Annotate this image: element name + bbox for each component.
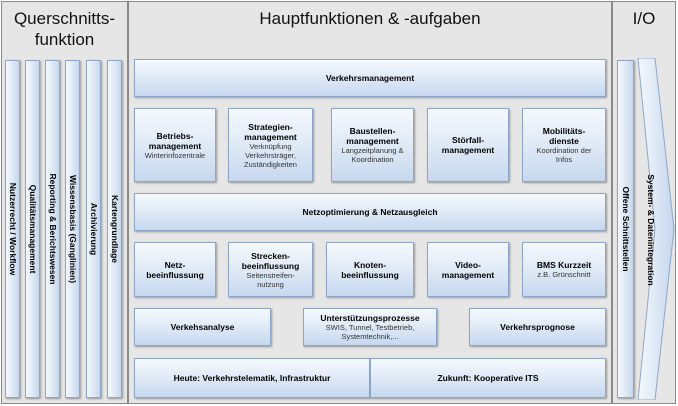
system-integration-label-wrap: System- & Datenintegration bbox=[641, 160, 661, 300]
box-subtitle-line2: Verkehrsträger, bbox=[245, 150, 296, 160]
box-video-management: Video- management bbox=[427, 242, 509, 297]
box-strategy-management: Strategien- management Verknüpfung Verke… bbox=[228, 108, 313, 182]
box-title: Netzoptimierung & Netzausgleich bbox=[302, 207, 438, 217]
box-today-infrastructure: Heute: Verkehrstelematik, Infrastruktur bbox=[134, 358, 370, 398]
box-incident-management: Störfall- management bbox=[427, 108, 509, 182]
box-title: Verkehsanalyse bbox=[170, 322, 235, 332]
bar-label: Wissensbasis (Ganglinien) bbox=[67, 174, 78, 284]
io-title: I/O bbox=[632, 9, 656, 28]
box-title-line1: Knoten- bbox=[353, 259, 387, 270]
box-title: Unterstützungsprozesse bbox=[320, 313, 420, 323]
box-subtitle-line1: Langzeitplanung & bbox=[341, 146, 404, 155]
box-title-line2: management bbox=[346, 136, 399, 146]
bar-knowledge-base: Wissensbasis (Ganglinien) bbox=[65, 60, 80, 398]
box-subtitle-line2: Systemtechnik,... bbox=[341, 332, 399, 341]
box-construction-management: Baustellen- management Langzeitplanung &… bbox=[331, 108, 414, 182]
box-operations-management: Betriebs- management Winterinfozentrale bbox=[134, 108, 216, 182]
system-integration-arrow bbox=[637, 58, 675, 400]
box-subtitle-line1: Winterinfozentrale bbox=[144, 150, 206, 160]
box-section-control: Strecken- beeinflussung Seitenstreifen- … bbox=[228, 242, 313, 297]
bar-user-rights-workflow: Nutzerrecht / Workflow bbox=[5, 60, 20, 398]
box-traffic-forecast: Verkehrsprognose bbox=[469, 308, 606, 346]
bar-label: Qualitätsmanagement bbox=[27, 184, 38, 274]
box-title-line1: Netz- bbox=[164, 259, 186, 270]
box-title-line1: Strecken- bbox=[251, 250, 290, 261]
main-functions-title: Hauptfunktionen & -aufgaben bbox=[259, 9, 481, 28]
bar-label: Offene Schnittstellen bbox=[620, 186, 631, 272]
bar-quality-management: Qualitätsmanagement bbox=[25, 60, 40, 398]
cross-section-column: Querschnitts- funktion bbox=[1, 1, 128, 404]
box-subtitle-line1: Koordination der bbox=[536, 146, 592, 155]
box-subtitle-line3: Zuständigkeiten bbox=[244, 159, 297, 169]
box-title: Verkehrsprognose bbox=[500, 322, 575, 332]
box-bms-short-term: BMS Kurzzeit z.B. Grünschnitt bbox=[522, 242, 606, 297]
box-subtitle-line2: Koordination bbox=[351, 155, 394, 164]
box-title-line1: Mobilitäts- bbox=[542, 126, 586, 136]
box-title-line2: management bbox=[441, 269, 495, 280]
box-title-line2: beeinflussung bbox=[146, 269, 204, 280]
box-title-line1: Strategien- bbox=[248, 121, 293, 132]
bar-map-basis: Kartengrundlage bbox=[107, 60, 122, 398]
box-title-line1: Störfall- bbox=[451, 135, 485, 145]
cross-section-title-line1: Querschnitts- bbox=[13, 9, 116, 28]
bar-label: Kartengrundlage bbox=[109, 194, 120, 264]
box-mobility-services: Mobilitäts- dienste Koordination der Inf… bbox=[522, 108, 606, 182]
bar-label: Reporting & Berichtswesen bbox=[47, 173, 58, 285]
box-subtitle-line2: nutzung bbox=[257, 279, 284, 289]
box-title: Zukunft: Kooperative ITS bbox=[437, 373, 539, 383]
box-traffic-management: Verkehrsmanagement bbox=[134, 59, 606, 97]
box-network-control: Netz- beeinflussung bbox=[134, 242, 216, 297]
bar-open-interfaces: Offene Schnittstellen bbox=[617, 60, 634, 398]
box-subtitle-line1: z.B. Grünschnitt bbox=[537, 270, 591, 279]
box-subtitle-line1: SWIS, Tunnel, Testbetrieb, bbox=[325, 323, 415, 332]
box-subtitle-line1: Verknüpfung bbox=[249, 141, 292, 151]
box-future-cooperative-its: Zukunft: Kooperative ITS bbox=[370, 358, 606, 398]
box-subtitle-line1: Seitenstreifen- bbox=[246, 270, 295, 280]
system-integration-label: System- & Datenintegration bbox=[646, 174, 656, 286]
box-traffic-analysis: Verkehsanalyse bbox=[134, 308, 271, 346]
bar-reporting: Reporting & Berichtswesen bbox=[45, 60, 60, 398]
bar-archiving: Archivierung bbox=[86, 60, 101, 398]
box-support-processes: Unterstützungsprozesse SWIS, Tunnel, Tes… bbox=[303, 308, 437, 346]
box-subtitle-line2: Infos bbox=[555, 155, 573, 164]
bar-label: Archivierung bbox=[88, 202, 99, 256]
box-title-line2: management bbox=[441, 145, 495, 155]
bar-label: Nutzerrecht / Workflow bbox=[7, 182, 18, 276]
box-network-optimization: Netzoptimierung & Netzausgleich bbox=[134, 193, 606, 231]
box-title-line1: BMS Kurzzeit bbox=[536, 260, 592, 270]
cross-section-title-line2: funktion bbox=[34, 30, 95, 49]
box-node-control: Knoten- beeinflussung bbox=[326, 242, 414, 297]
box-title-line1: Betriebs- bbox=[156, 130, 194, 141]
box-title-line2: beeinflussung bbox=[341, 269, 399, 280]
box-title-line1: Video- bbox=[455, 259, 481, 270]
box-title: Heute: Verkehrstelematik, Infrastruktur bbox=[173, 373, 331, 383]
box-title-line2: management bbox=[244, 131, 297, 142]
box-title-line2: management bbox=[148, 140, 202, 151]
box-title-line2: beeinflussung bbox=[241, 260, 300, 271]
box-title-line2: dienste bbox=[549, 136, 579, 146]
box-title-line1: Baustellen- bbox=[349, 126, 396, 136]
box-title: Verkehrsmanagement bbox=[325, 73, 415, 83]
